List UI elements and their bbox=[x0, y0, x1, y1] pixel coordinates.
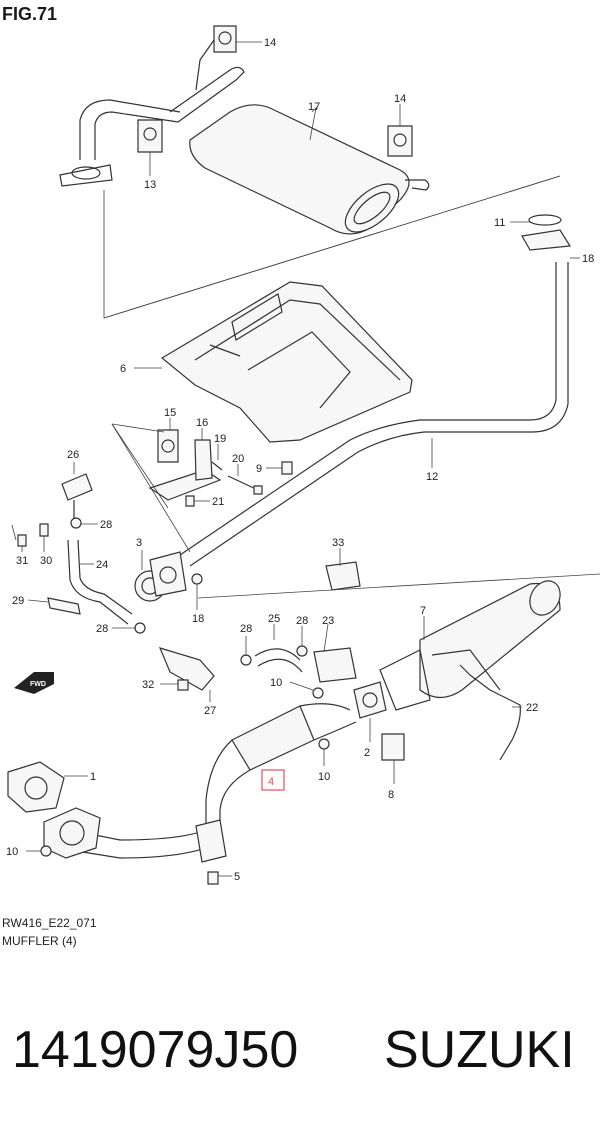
flange-3[interactable] bbox=[149, 551, 187, 597]
brand-name: SUZUKI bbox=[384, 1021, 575, 1079]
callout-14b: 14 bbox=[394, 93, 406, 105]
callout-22: 22 bbox=[526, 702, 538, 714]
callout-17: 17 bbox=[308, 101, 320, 113]
highlight-box-4 bbox=[261, 769, 285, 791]
guide-lines bbox=[11, 175, 600, 599]
flange-2[interactable] bbox=[353, 681, 387, 719]
nut-10b[interactable] bbox=[318, 738, 330, 750]
callout-27: 27 bbox=[204, 705, 216, 717]
callouts: 14 17 14 13 11 18 6 12 15 16 19 20 9 21 … bbox=[6, 37, 594, 883]
callout-20: 20 bbox=[232, 453, 244, 465]
callout-13: 13 bbox=[144, 179, 156, 191]
callout-28b: 28 bbox=[96, 623, 108, 635]
hanger-14a[interactable] bbox=[195, 25, 237, 91]
callout-25: 25 bbox=[268, 613, 280, 625]
sensor-26[interactable] bbox=[61, 473, 93, 520]
forward-arrow-icon: FWD bbox=[14, 672, 54, 694]
part-number: 1419079J50 bbox=[12, 1021, 299, 1079]
callout-1: 1 bbox=[90, 771, 96, 783]
nut-9[interactable] bbox=[281, 461, 293, 475]
callout-33: 33 bbox=[332, 537, 344, 549]
nut-28b[interactable] bbox=[134, 622, 146, 634]
callout-10a: 10 bbox=[270, 677, 282, 689]
callout-18b: 18 bbox=[192, 613, 204, 625]
bracket-23[interactable] bbox=[313, 647, 357, 683]
flange-front[interactable] bbox=[43, 807, 101, 859]
callout-10c: 10 bbox=[6, 846, 18, 858]
nut-10a[interactable] bbox=[312, 687, 324, 699]
fwd-label: FWD bbox=[30, 681, 46, 688]
callout-19: 19 bbox=[214, 433, 226, 445]
callout-23: 23 bbox=[322, 615, 334, 627]
callout-29: 29 bbox=[12, 595, 24, 607]
hanger-15[interactable] bbox=[157, 429, 179, 463]
hose-24[interactable] bbox=[67, 539, 133, 625]
bolt-21[interactable] bbox=[185, 495, 195, 507]
callout-8: 8 bbox=[388, 789, 394, 801]
bolt-31[interactable] bbox=[17, 534, 27, 547]
gasket-1[interactable] bbox=[7, 761, 65, 813]
callout-21: 21 bbox=[212, 496, 224, 508]
pipe-25[interactable] bbox=[254, 648, 303, 673]
callout-9: 9 bbox=[256, 463, 262, 475]
callout-26: 26 bbox=[67, 449, 79, 461]
callout-2: 2 bbox=[364, 747, 370, 759]
callout-32: 32 bbox=[142, 679, 154, 691]
caption-name: MUFFLER (4) bbox=[2, 934, 77, 948]
callout-11: 11 bbox=[494, 217, 505, 229]
callout-28c: 28 bbox=[240, 623, 252, 635]
callout-15: 15 bbox=[164, 407, 176, 419]
bracket-29[interactable] bbox=[47, 597, 81, 615]
callout-16: 16 bbox=[196, 417, 208, 429]
bracket-16[interactable] bbox=[148, 439, 223, 501]
bolt-5[interactable] bbox=[207, 871, 219, 885]
callout-28d: 28 bbox=[296, 615, 308, 627]
hanger-13[interactable] bbox=[137, 119, 163, 153]
bracket-33[interactable] bbox=[325, 561, 361, 591]
bolt-20[interactable] bbox=[227, 475, 263, 495]
nut-18b[interactable] bbox=[191, 573, 203, 585]
hanger-14b[interactable] bbox=[387, 125, 413, 157]
bolt-30[interactable] bbox=[39, 523, 49, 537]
nut-10c[interactable] bbox=[40, 845, 52, 857]
callout-4: 4 bbox=[268, 776, 274, 788]
sensor-22[interactable] bbox=[469, 674, 521, 761]
dpf-converter-7[interactable] bbox=[379, 575, 566, 711]
callout-6: 6 bbox=[120, 363, 126, 375]
callout-7: 7 bbox=[420, 605, 426, 617]
callout-14a: 14 bbox=[264, 37, 276, 49]
clip-28a[interactable] bbox=[70, 517, 82, 529]
callout-18a: 18 bbox=[582, 253, 594, 265]
callout-3: 3 bbox=[136, 537, 142, 549]
callout-10b: 10 bbox=[318, 771, 330, 783]
caption-code: RW416_E22_071 bbox=[2, 916, 97, 930]
bracket-27[interactable] bbox=[158, 647, 215, 691]
callout-24: 24 bbox=[96, 559, 108, 571]
nut-28d[interactable] bbox=[296, 645, 308, 657]
rear-muffler[interactable] bbox=[59, 66, 430, 240]
callout-30: 30 bbox=[40, 555, 52, 567]
front-pipe-4[interactable] bbox=[69, 703, 357, 863]
hanger-8[interactable] bbox=[381, 733, 405, 761]
callout-31: 31 bbox=[16, 555, 28, 567]
figure-title: FIG.71 bbox=[2, 4, 58, 24]
callout-28a: 28 bbox=[100, 519, 112, 531]
callout-5: 5 bbox=[234, 871, 240, 883]
center-pipe[interactable] bbox=[179, 214, 572, 567]
nut-28c[interactable] bbox=[240, 654, 252, 666]
bolt-32[interactable] bbox=[177, 679, 189, 691]
heat-shield[interactable] bbox=[160, 281, 413, 443]
callout-12: 12 bbox=[426, 471, 438, 483]
